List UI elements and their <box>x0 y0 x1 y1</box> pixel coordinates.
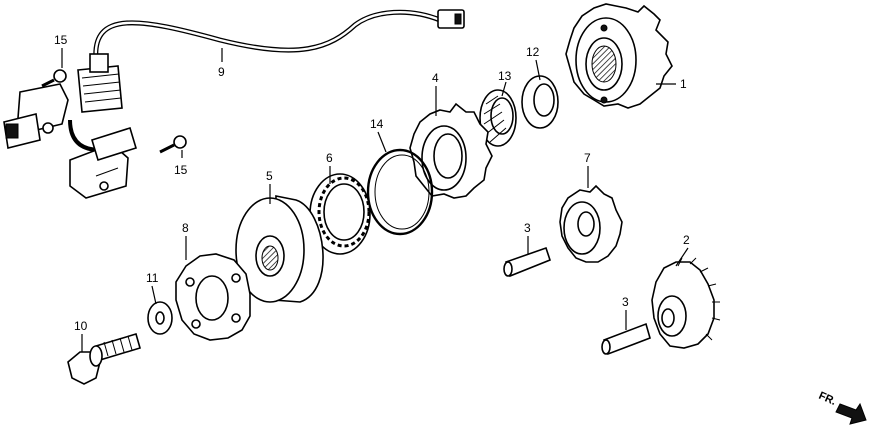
leader-lines <box>61 48 689 352</box>
callout-1: 1 <box>680 77 687 91</box>
idle-gear-7 <box>559 184 623 263</box>
callout-15-lower: 15 <box>174 163 188 177</box>
callout-11: 11 <box>146 271 159 285</box>
callout-9: 9 <box>218 65 225 79</box>
bolt-15-upper <box>41 69 67 88</box>
callout-14: 14 <box>370 117 384 131</box>
needle-bearing-13 <box>479 89 517 147</box>
shaft-3-upper <box>503 246 551 278</box>
pulse-generator-harness <box>3 9 465 199</box>
washer-11 <box>147 301 173 335</box>
callout-15-upper: 15 <box>54 33 68 47</box>
front-label: FR. <box>817 390 838 408</box>
callout-7: 7 <box>584 151 591 165</box>
clutch-outer-5 <box>235 195 324 303</box>
front-direction-marker: FR. <box>817 390 867 425</box>
driven-gear-4 <box>409 102 493 199</box>
snap-ring-14 <box>366 148 434 236</box>
front-arrow-icon <box>835 402 867 425</box>
collar-12 <box>521 75 559 129</box>
flange-bolt-10 <box>67 333 141 385</box>
large-gear-1 <box>565 3 673 109</box>
callout-6: 6 <box>326 151 333 165</box>
callout-4: 4 <box>432 71 439 85</box>
callout-13: 13 <box>498 69 512 83</box>
callout-10: 10 <box>74 319 88 333</box>
back-plate-8 <box>175 253 251 341</box>
callout-5: 5 <box>266 169 273 183</box>
callout-3-lower: 3 <box>622 295 629 309</box>
callout-2: 2 <box>683 233 690 247</box>
reduction-gear-2 <box>651 257 721 349</box>
callout-8: 8 <box>182 221 189 235</box>
callout-labels: 1 2 3 3 4 5 6 7 8 9 10 11 12 13 14 15 15 <box>54 33 690 333</box>
callout-3-upper: 3 <box>524 221 531 235</box>
bolt-15-lower <box>159 135 187 154</box>
one-way-clutch-6 <box>309 173 371 255</box>
shaft-3-lower <box>601 322 651 356</box>
callout-12: 12 <box>526 45 540 59</box>
